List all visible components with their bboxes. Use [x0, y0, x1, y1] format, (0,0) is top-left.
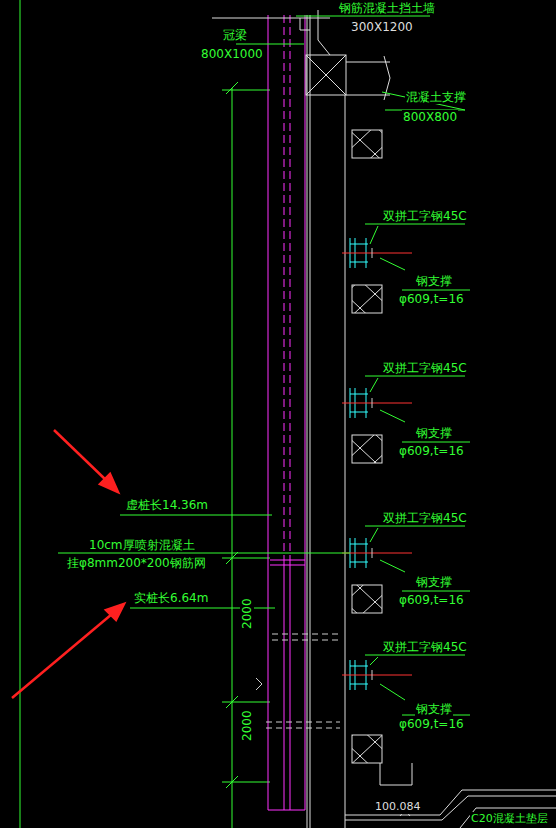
hidden-line [266, 634, 340, 728]
drawing-label: 钢筋混凝土挡土墙 [338, 1, 436, 15]
drawing-label: 钢支撑 [415, 575, 453, 589]
drawing-label: 2000 [240, 709, 254, 742]
drawing-label: 混凝土支撑 [405, 90, 467, 104]
drawing-label: 挂φ8mm200*200钢筋网 [66, 556, 207, 570]
crown-beam [306, 55, 346, 95]
drawing-label: 10cm厚喷射混凝土 [88, 538, 196, 552]
drawing-label: 钢支撑 [415, 274, 453, 288]
concrete-strut [346, 56, 390, 100]
pile-outline [268, 15, 305, 810]
waler-section [352, 285, 382, 313]
drawing-label: 双拼工字钢45C [382, 209, 468, 223]
dimension-ticks [222, 82, 270, 788]
drawing-label: C20混凝土垫层 [470, 812, 549, 826]
waler-section [352, 435, 382, 463]
wall-line [307, 15, 345, 828]
drawing-label: φ609,t=16 [398, 444, 465, 458]
frame-line [20, 0, 21, 828]
drawing-label: 2000 [240, 597, 254, 630]
drawing-label: 300X1200 [350, 20, 414, 34]
waler-section [352, 585, 382, 613]
steel-strut [342, 253, 412, 675]
drawing-label: 双拼工字钢45C [382, 511, 468, 525]
leader-line [58, 16, 470, 715]
drawing-label: 钢支撑 [415, 702, 453, 716]
virtual-pile [284, 15, 290, 560]
drawing-label: 虚桩长14.36m [125, 498, 209, 512]
drawing-label: 800X1000 [200, 47, 264, 61]
ground-line [345, 790, 556, 828]
pile-split [270, 560, 305, 565]
waler-section [352, 130, 382, 158]
drawing-label: φ609,t=16 [398, 717, 465, 731]
waler-section [352, 735, 382, 763]
drawing-label: 双拼工字钢45C [382, 640, 468, 654]
drawing-label: 钢支撑 [415, 426, 453, 440]
crown-beam-cross [306, 55, 346, 95]
real-pile [284, 560, 290, 810]
drawing-label: 实桩长6.64m [133, 591, 209, 605]
drawing-label: φ609,t=16 [398, 292, 465, 306]
wall-top [318, 10, 330, 55]
drawing-label: 800X800 [402, 110, 458, 124]
drawing-label: φ609,t=16 [398, 593, 465, 607]
drawing-label: 冠梁 [222, 28, 248, 42]
strut-line [372, 248, 373, 680]
drawing-label: 双拼工字钢45C [382, 361, 468, 375]
steel-strut-bracket [350, 238, 368, 690]
base-line [380, 763, 412, 785]
drawing-label: 100.084 [374, 800, 422, 814]
dimension-line [232, 88, 233, 828]
break-mark [256, 678, 262, 690]
